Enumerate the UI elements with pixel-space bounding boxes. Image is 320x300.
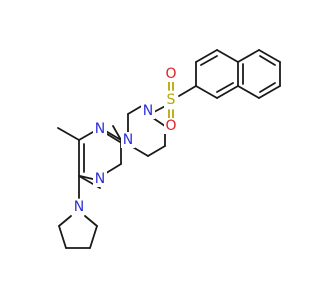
sulfonyl-naphthalene-bond [178, 85, 197, 97]
atom-n-piperazine-left: N [121, 132, 135, 148]
atom-n-piperazine-right: N [141, 103, 155, 119]
naphthalene-ring-system [195, 49, 281, 99]
svg-text:O: O [165, 66, 176, 82]
svg-text:N: N [95, 171, 105, 187]
svg-text:S: S [167, 92, 176, 108]
svg-text:N: N [143, 103, 153, 119]
molecule-canvas: N N N N S O O N [57, 49, 281, 249]
atom-o-lower: O [164, 118, 178, 134]
atom-n-pyrimidine-bottom: N [93, 171, 107, 187]
svg-text:N: N [95, 121, 105, 137]
pyrrolidine-ring [58, 215, 98, 249]
atom-s-sulfonyl: S [164, 92, 178, 108]
svg-text:N: N [123, 132, 133, 148]
pyrimidine-piperazine-bond [112, 125, 122, 141]
molecule-structure: N N N N S O O N [57, 49, 281, 249]
atom-o-upper: O [164, 66, 178, 82]
atom-n-pyrrolidine: N [71, 199, 87, 215]
svg-text:O: O [165, 118, 176, 134]
atom-n-pyrimidine-top: N [93, 121, 107, 137]
methyl-bond [57, 127, 80, 141]
svg-text:N: N [74, 199, 84, 215]
